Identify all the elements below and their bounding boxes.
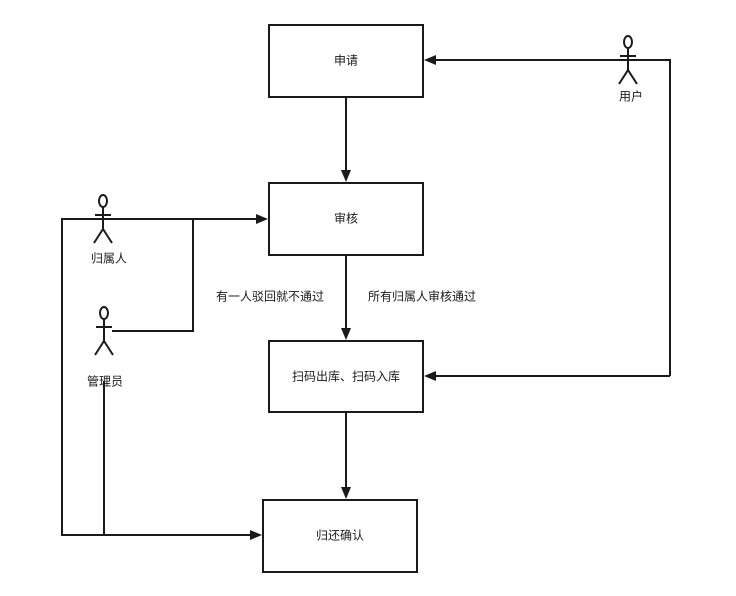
actor-owner-label: 归属人 (91, 252, 127, 266)
edge-label-approve: 所有归属人审核通过 (368, 289, 476, 304)
node-review-label: 审核 (334, 211, 358, 226)
node-scan: 扫码出库、扫码入库 (268, 340, 424, 413)
edge-label-reject: 有一人驳回就不通过 (216, 290, 324, 304)
actor-owner: 归属人 (91, 194, 127, 266)
edge-to-return-confirm (61, 218, 262, 540)
edge-review-to-scan (341, 256, 351, 340)
actor-admin-label: 管理员 (87, 374, 123, 389)
edge-user-to-apply-and-scan (424, 55, 671, 381)
actor-user-icon (618, 35, 638, 85)
actor-owner-icon (93, 194, 113, 244)
node-return-confirm: 归还确认 (262, 499, 418, 573)
actor-admin: 管理员 (87, 306, 123, 389)
node-scan-label: 扫码出库、扫码入库 (292, 369, 400, 384)
node-apply-label: 申请 (334, 54, 358, 68)
node-return-confirm-label: 归还确认 (316, 529, 364, 543)
edge-scan-to-return (341, 412, 351, 499)
actor-user: 用户 (618, 35, 643, 104)
node-review: 审核 (268, 182, 424, 256)
actor-user-label: 用户 (619, 89, 643, 104)
actor-admin-icon (94, 306, 114, 356)
node-apply: 申请 (268, 24, 424, 98)
edge-apply-to-review (341, 97, 351, 182)
edge-to-review (112, 214, 268, 332)
